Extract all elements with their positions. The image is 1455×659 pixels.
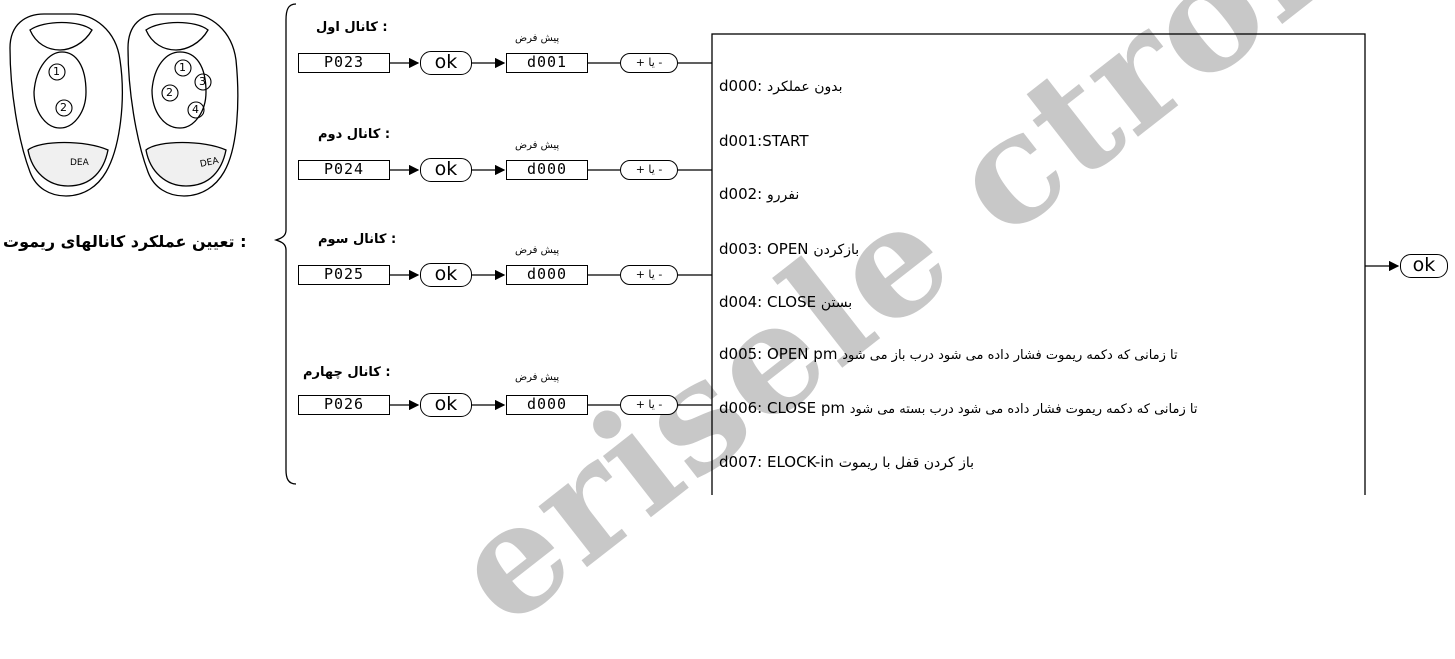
default-label-4: پیش فرض [515,372,560,383]
option-d007: d007: ELOCK-in باز کردن قفل با ریموت [719,452,974,472]
option-d006: d006: CLOSE pm تا زمانی که دکمه ریموت فش… [719,398,1197,418]
option-code: d001:START [719,132,809,150]
remote-illustrations [9,13,239,197]
default-display-1: d001 [506,53,588,73]
ok-button-4[interactable]: ok [420,393,472,417]
ok-button-2[interactable]: ok [420,158,472,182]
remote-two-button-2: 2 [60,101,67,114]
diagram-connectors [273,3,1400,495]
remote-four-button-4: 4 [192,103,199,116]
option-code: d003: OPEN [719,240,809,258]
ok-button-3[interactable]: ok [420,263,472,287]
channel-heading-2: : کانال دوم [318,127,391,142]
option-d005: d005: OPEN pm تا زمانی که دکمه ریموت فشا… [719,344,1178,364]
param-display-3: P025 [298,265,390,285]
option-code: d006: CLOSE pm [719,399,845,417]
option-text: بازکردن [813,242,860,258]
option-code: d007: ELOCK-in [719,453,834,471]
default-display-3: d000 [506,265,588,285]
channel-heading-4: : کانال چهارم [303,365,391,380]
default-display-4: d000 [506,395,588,415]
remote-two-button-1: 1 [53,65,60,78]
remote-four-button-2: 2 [166,86,173,99]
option-d004: d004: CLOSE بستن [719,292,852,312]
remote-four-button [127,13,239,197]
option-text: نفررو [767,187,800,203]
param-display-2: P024 [298,160,390,180]
option-text: بستن [820,295,853,311]
default-display-2: d000 [506,160,588,180]
option-text: تا زمانی که دکمه ریموت فشار داده می شود … [842,348,1178,363]
plus-minus-button-1[interactable]: + یا - [620,53,678,73]
diagram-title: : تعیین عملکرد کانالهای ریموت [3,232,247,251]
channel-heading-3: : کانال سوم [318,232,397,247]
option-d001: d001:START [719,131,808,151]
default-label-1: پیش فرض [515,33,560,44]
param-display-1: P023 [298,53,390,73]
option-text: باز کردن قفل با ریموت [838,455,975,471]
option-d003: d003: OPEN بازکردن [719,239,859,259]
option-text: تا زمانی که دکمه ریموت فشار داده می شود … [849,402,1198,417]
ok-button-1[interactable]: ok [420,51,472,75]
plus-minus-button-4[interactable]: + یا - [620,395,678,415]
remote-four-button-1: 1 [179,61,186,74]
remote-two-brand: DEA [70,158,89,168]
remote-four-button-3: 3 [199,75,206,88]
param-display-4: P026 [298,395,390,415]
option-code: d000: [719,77,763,95]
channel-heading-1: : کانال اول [316,20,388,35]
option-text: بدون عملکرد [767,79,843,95]
default-label-2: پیش فرض [515,140,560,151]
option-code: d002: [719,185,763,203]
option-d000: d000: بدون عملکرد [719,76,843,96]
final-ok-button[interactable]: ok [1400,254,1448,278]
plus-minus-button-3[interactable]: + یا - [620,265,678,285]
remote-two-button [9,13,123,197]
option-code: d004: CLOSE [719,293,817,311]
plus-minus-button-2[interactable]: + یا - [620,160,678,180]
option-code: d005: OPEN pm [719,345,838,363]
default-label-3: پیش فرض [515,245,560,256]
option-d002: d002: نفررو [719,184,799,204]
